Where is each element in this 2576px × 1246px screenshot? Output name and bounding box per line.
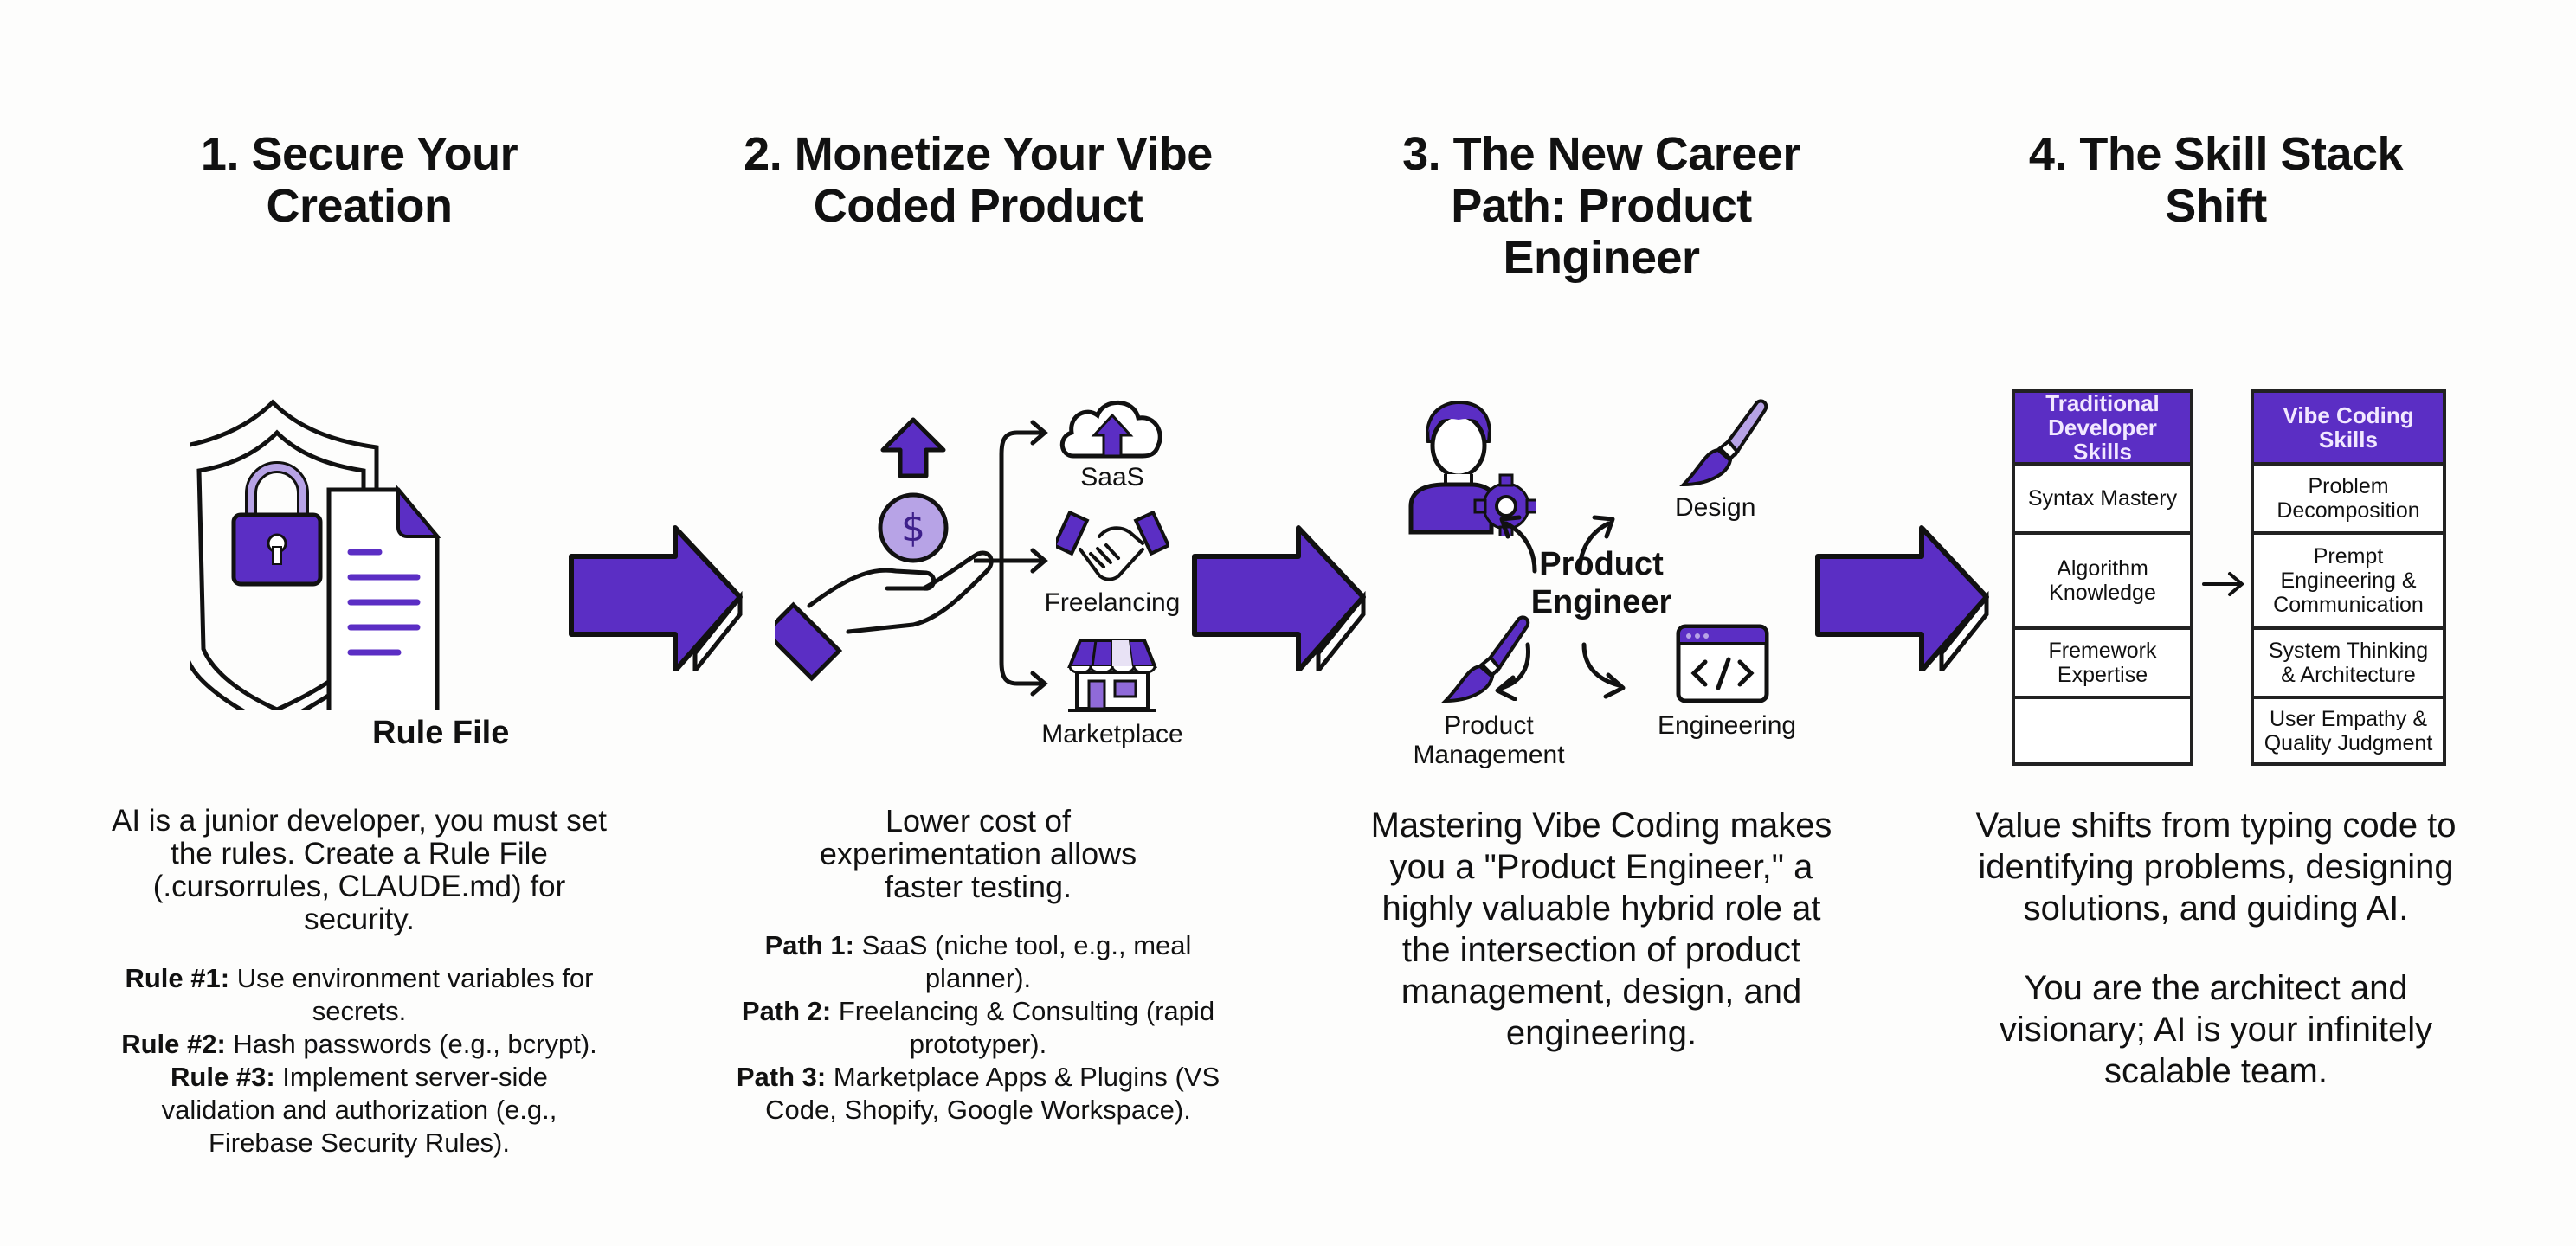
column-secure-creation: 1. Secure Your Creation Rule File AI is … <box>78 0 641 1246</box>
branch-label-freelancing: Freelancing <box>1044 588 1181 617</box>
branch-label-marketplace: Marketplace <box>1041 720 1183 748</box>
hand-icon <box>775 550 994 682</box>
column-product-engineer: 3. The New Career Path: Product Engineer… <box>1333 0 1870 1246</box>
relation-arrows <box>1495 515 1626 701</box>
node-label-engineering: Engineering <box>1657 711 1797 740</box>
rule-item: Rule #1: Use environment variables for s… <box>125 963 594 1026</box>
table-header: Traditional Developer Skills <box>2015 391 2190 466</box>
monetize-illustration: $ <box>775 417 994 682</box>
shield-lock-document-illustration <box>190 399 441 710</box>
document-icon <box>326 485 441 710</box>
coin-icon: $ <box>878 492 949 563</box>
column-title: 4. The Skill Stack Shift <box>2028 128 2404 232</box>
column-title: 2. Monetize Your Vibe Coded Product <box>744 128 1213 232</box>
column-title: 3. The New Career Path: Product Engineer <box>1402 128 1800 284</box>
intro-text: Lower cost of experimentation allows fas… <box>819 803 1137 904</box>
branch-connector <box>974 420 1048 697</box>
table-row: Problem Decomposition <box>2254 466 2443 535</box>
handshake-icon <box>1056 511 1169 581</box>
body-text: Mastering Vibe Coding makes you a "Produ… <box>1370 806 1832 1052</box>
path-list: Path 1: SaaS (niche tool, e.g., meal pla… <box>710 929 1246 1127</box>
body-paragraph: You are the architect and visionary; AI … <box>1999 969 2433 1090</box>
right-arrow-icon <box>2202 572 2245 596</box>
traditional-skills-table: Traditional Developer Skills Syntax Mast… <box>2012 389 2193 766</box>
shield-icon <box>190 399 379 710</box>
flow-arrow-icon <box>1815 525 1989 671</box>
column-body: Mastering Vibe Coding makes you a "Produ… <box>1333 805 1870 1092</box>
column-body: AI is a junior developer, you must set t… <box>78 805 641 1159</box>
center-label-product-engineer: Product Engineer <box>1530 546 1672 620</box>
rule-item: Rule #2: Hash passwords (e.g., bcrypt). <box>121 1029 597 1059</box>
table-row: Fremework Expertise <box>2015 630 2190 699</box>
path-item: Path 1: SaaS (niche tool, e.g., meal pla… <box>764 930 1192 993</box>
table-row: Algorithm Knowledge <box>2015 535 2190 630</box>
column-title: 1. Secure Your Creation <box>200 128 518 232</box>
node-label-product-management: Product Management <box>1413 711 1565 769</box>
cloud-upload-icon <box>1059 400 1162 459</box>
flow-arrow-icon <box>1192 525 1366 671</box>
column-monetize: 2. Monetize Your Vibe Coded Product $ Sa… <box>710 0 1246 1246</box>
rule-list: Rule #1: Use environment variables for s… <box>78 962 641 1159</box>
column-body: Value shifts from typing code to identif… <box>1939 805 2493 1130</box>
storefront-icon <box>1067 639 1157 712</box>
path-item: Path 3: Marketplace Apps & Plugins (VS C… <box>736 1062 1220 1125</box>
design-brush-icon <box>1679 399 1768 487</box>
vibe-coding-skills-table: Vibe Coding Skills Problem Decomposition… <box>2251 389 2446 766</box>
path-item: Path 2: Freelancing & Consulting (rapid … <box>741 996 1215 1059</box>
code-window-icon <box>1676 624 1769 703</box>
table-header: Vibe Coding Skills <box>2254 393 2443 466</box>
column-body: Lower cost of experimentation allows fas… <box>710 805 1246 1127</box>
flow-arrow-icon <box>569 525 743 671</box>
node-label-design: Design <box>1675 493 1756 522</box>
padlock-icon <box>231 461 323 587</box>
table-row: User Empathy & Quality Judgment <box>2264 706 2433 755</box>
column-skill-stack: 4. The Skill Stack Shift Traditional Dev… <box>1939 0 2493 1246</box>
table-row: System Thinking & Architecture <box>2254 630 2443 699</box>
table-row <box>2015 699 2190 762</box>
body-paragraph: Value shifts from typing code to identif… <box>1975 806 2457 928</box>
table-row: Prempt Engineering & Communication <box>2254 535 2443 630</box>
table-row: Syntax Mastery <box>2015 466 2190 535</box>
intro-text: AI is a junior developer, you must set t… <box>112 804 607 936</box>
svg-text:$: $ <box>901 506 925 550</box>
rule-file-label: Rule File <box>372 715 510 751</box>
branch-label-saas: SaaS <box>1080 463 1144 491</box>
up-arrow-icon <box>880 417 946 478</box>
rule-item: Rule #3: Implement server-side validatio… <box>161 1062 557 1158</box>
product-management-brush-icon <box>1441 615 1530 703</box>
